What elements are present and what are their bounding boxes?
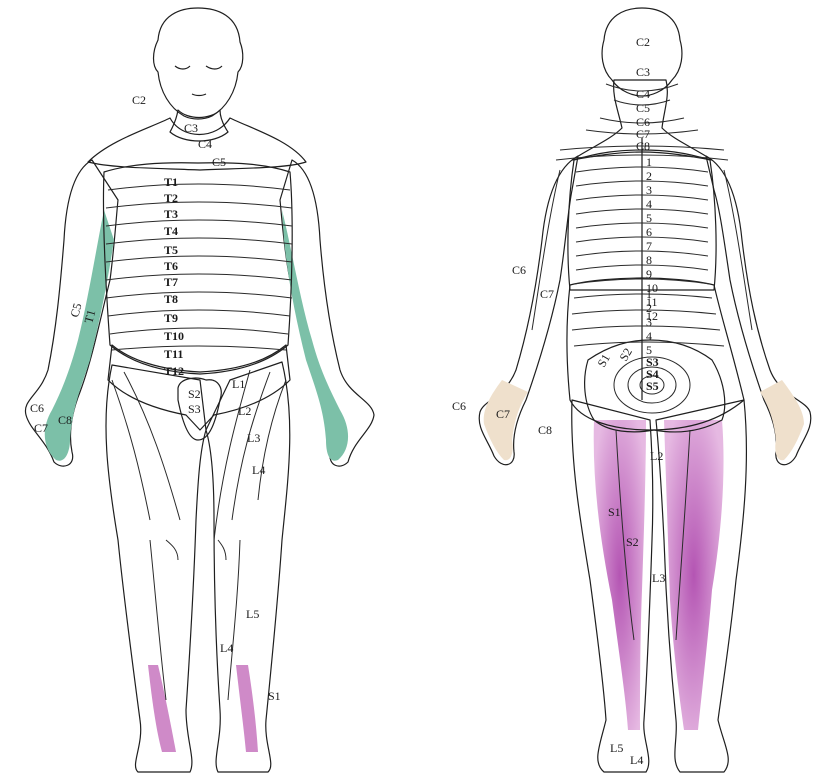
label-back-c2: C2	[636, 35, 650, 49]
label-front-t4: T4	[164, 224, 178, 238]
label-front-s2: S2	[188, 387, 201, 401]
front-thoracic-bands	[106, 184, 292, 350]
label-back-t4: 4	[646, 197, 652, 211]
label-back-c7-hand: C7	[496, 407, 510, 421]
label-back-c4: C4	[636, 87, 650, 101]
label-back-c8-hand: C8	[538, 423, 552, 437]
label-back-t9: 9	[646, 267, 652, 281]
front-mouth	[192, 94, 206, 96]
label-front-l4: L4	[252, 463, 265, 477]
label-back-l5: L5	[610, 741, 623, 755]
label-back-c7-arm: C7	[540, 287, 554, 301]
label-back-c6-hand: C6	[452, 399, 466, 413]
label-back-c8: C8	[636, 139, 650, 153]
front-leg-bands	[112, 370, 286, 700]
front-right-s1-strip	[236, 665, 258, 752]
label-front-c8: C8	[58, 413, 72, 427]
front-eyes	[175, 66, 222, 69]
label-back-s5: S5	[646, 379, 659, 393]
label-back-c5: C5	[636, 101, 650, 115]
label-front-l3: L3	[247, 431, 260, 445]
label-front-t5: T5	[164, 243, 178, 257]
label-back-l3: 3	[646, 315, 652, 329]
label-back-t5: 5	[646, 211, 652, 225]
back-left-leg-sacral	[594, 420, 646, 730]
label-front-t1: T1	[164, 175, 178, 189]
label-front-t2: T2	[164, 191, 178, 205]
label-back-l1: 1	[646, 287, 652, 301]
label-back-l4: L4	[630, 753, 643, 767]
label-back-c6-arm: C6	[512, 263, 526, 277]
front-view: C2 C3 C4 C5 T1 T2 T3 T4 T5 T6 T7 T8 T9 T…	[25, 8, 374, 772]
label-back-t3: 3	[646, 183, 652, 197]
label-front-s1: S1	[268, 689, 281, 703]
label-front-c7: C7	[34, 421, 48, 435]
front-torso-thoracic	[103, 163, 292, 374]
label-front-l2: L2	[238, 404, 251, 418]
label-back-t7: 7	[646, 239, 652, 253]
label-back-t8: 8	[646, 253, 652, 267]
label-back-l4: 4	[646, 329, 652, 343]
label-front-c4: C4	[198, 137, 212, 151]
label-front-t3: T3	[164, 207, 178, 221]
label-front-l5: L5	[246, 607, 259, 621]
label-front-c3: C3	[184, 121, 198, 135]
label-front-l4b: L4	[220, 641, 233, 655]
label-front-c6: C6	[30, 401, 44, 415]
label-back-t2: 2	[646, 169, 652, 183]
label-front-s3: S3	[188, 402, 201, 416]
label-front-t8: T8	[164, 292, 178, 306]
label-back-s1: S1	[608, 505, 621, 519]
back-head	[602, 8, 682, 96]
label-front-t9: T9	[164, 311, 178, 325]
label-back-t6: 6	[646, 225, 652, 239]
label-back-l3: L3	[652, 571, 665, 585]
label-back-l2: L2	[650, 449, 663, 463]
label-front-t12: T12	[164, 364, 184, 378]
front-left-s1-strip	[148, 665, 176, 752]
label-front-c5: C5	[212, 155, 226, 169]
label-front-l1: L1	[232, 377, 245, 391]
label-front-t6: T6	[164, 259, 178, 273]
label-front-t7: T7	[164, 275, 178, 289]
back-right-hand-light	[760, 380, 804, 460]
label-back-l2: 2	[646, 301, 652, 315]
label-back-t1: 1	[646, 155, 652, 169]
front-left-arm-t1	[45, 210, 114, 461]
label-back-c3: C3	[636, 65, 650, 79]
label-front-t11: T11	[164, 347, 183, 361]
label-back-s2: S2	[626, 535, 639, 549]
label-front-c2: C2	[132, 93, 146, 107]
label-front-t10: T10	[164, 329, 184, 343]
front-head	[154, 8, 243, 119]
